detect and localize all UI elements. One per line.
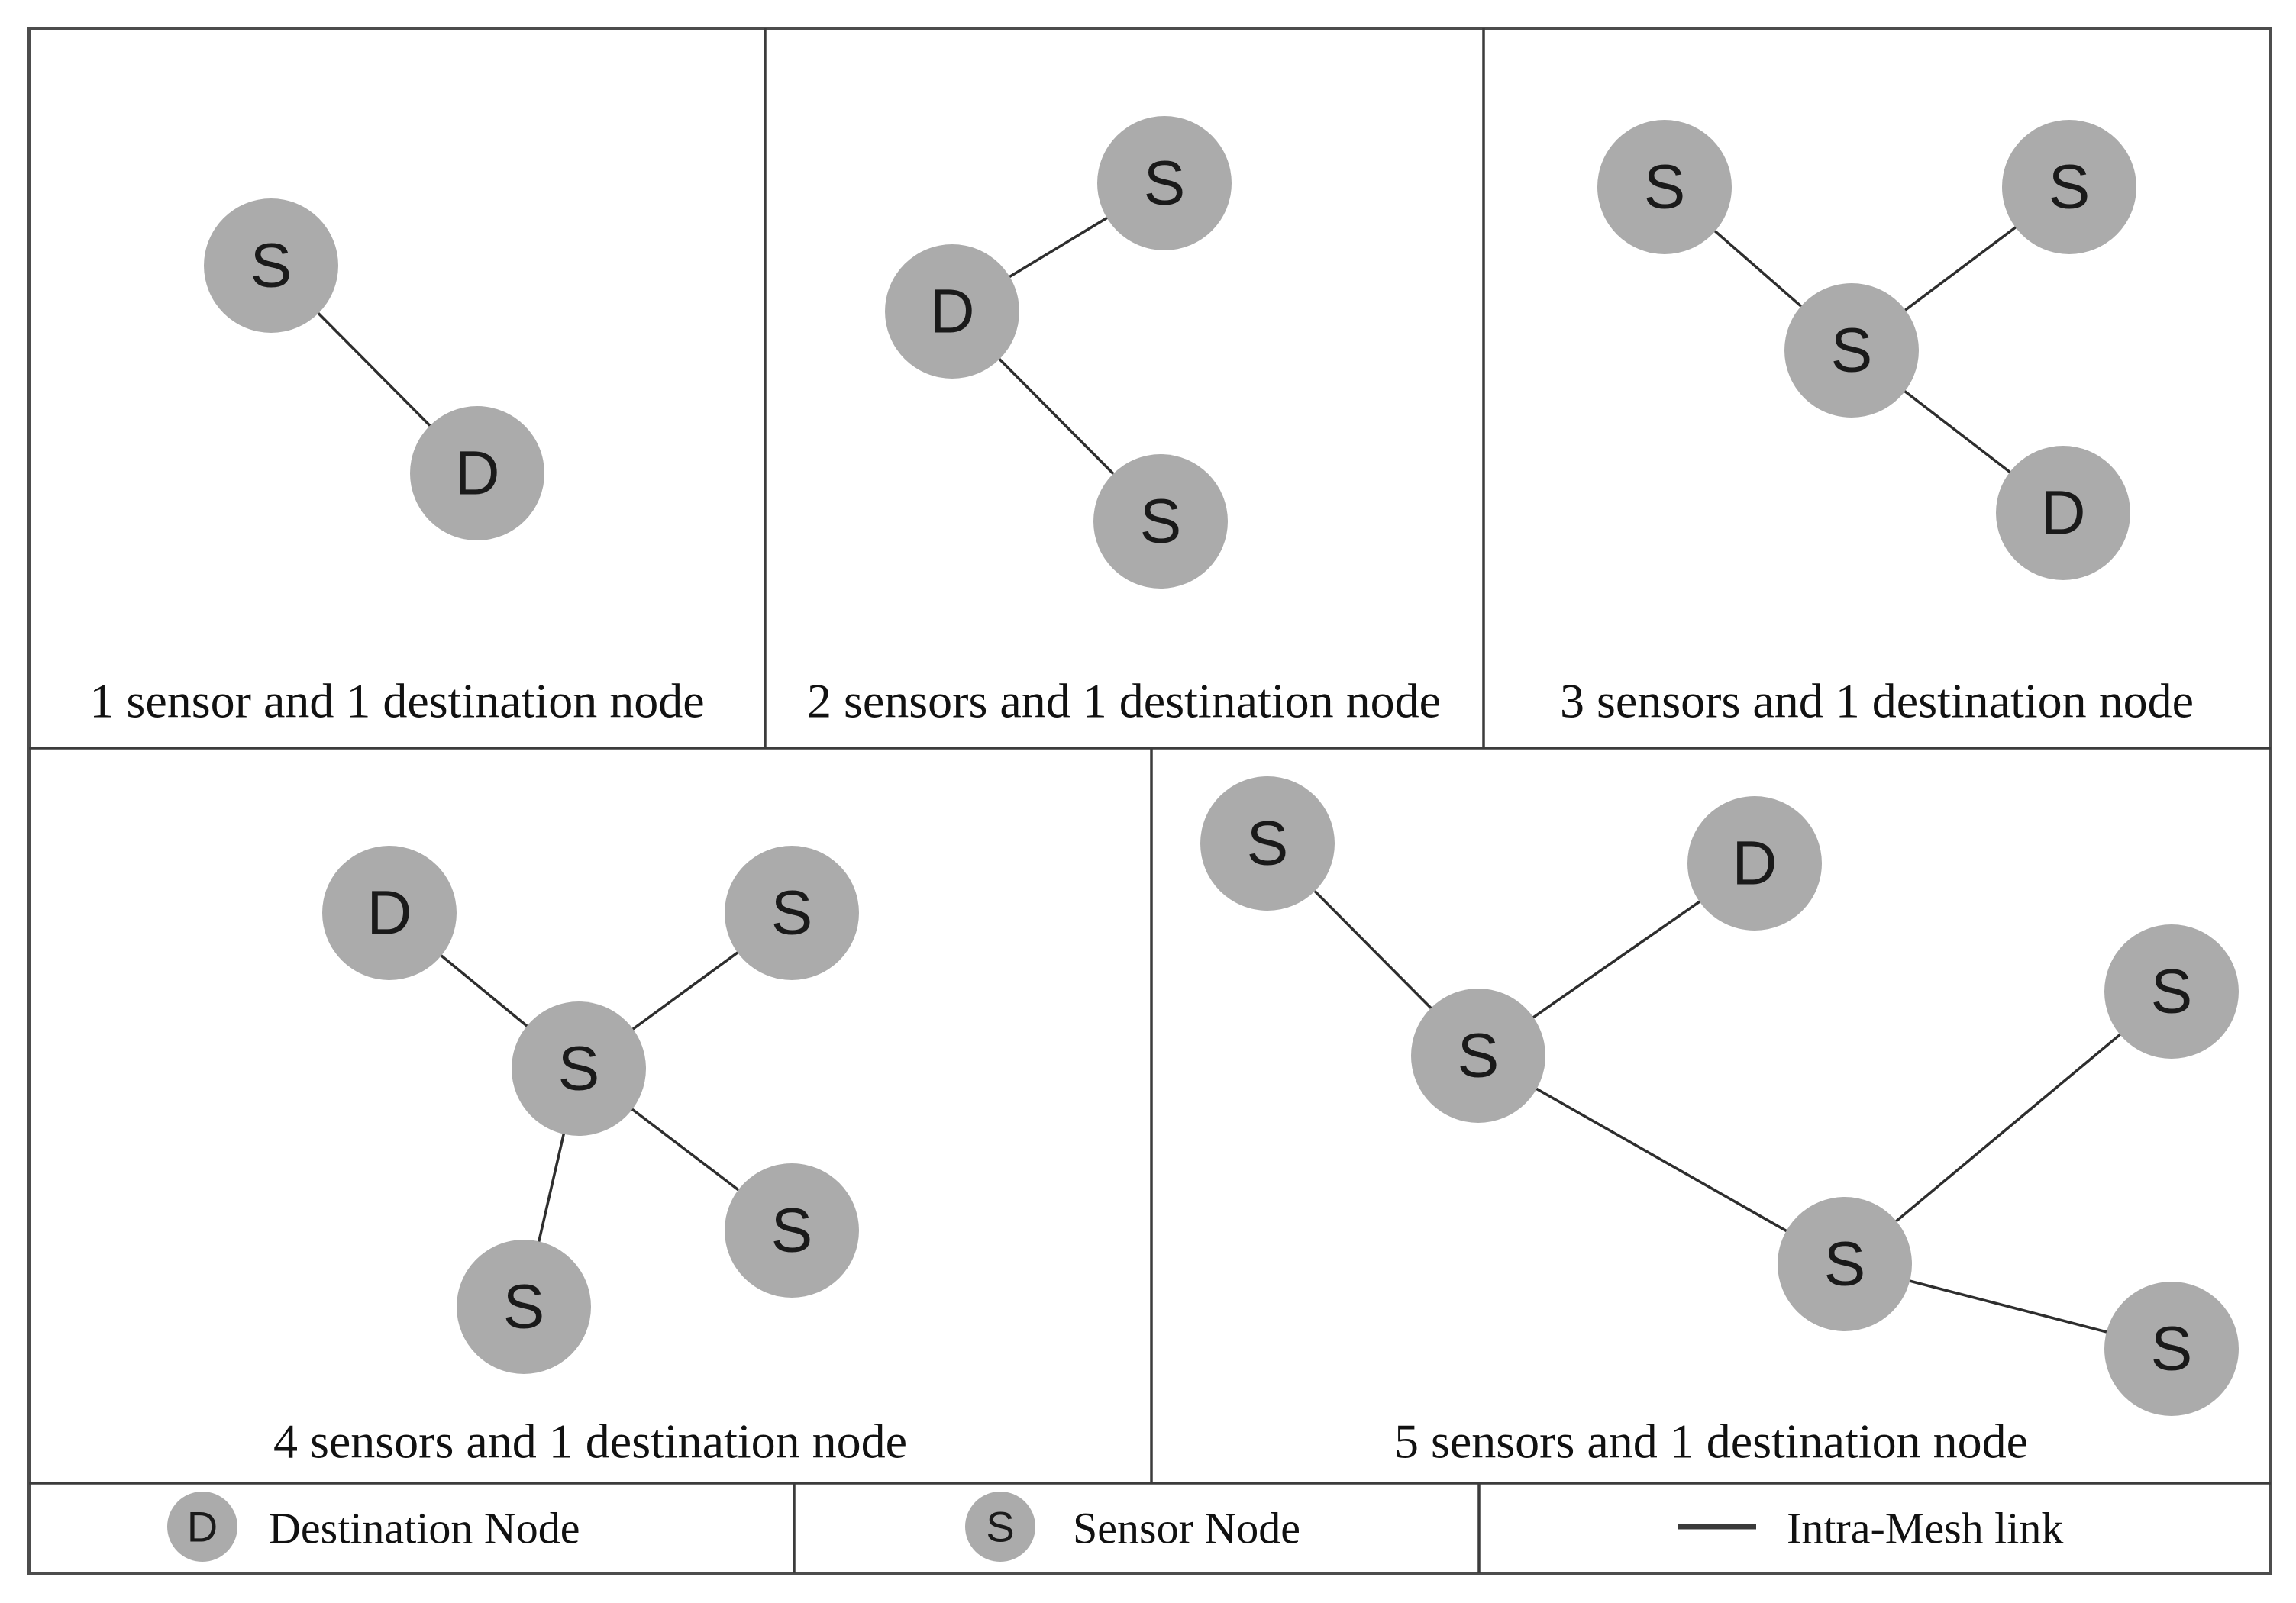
sensor-node-circle	[2002, 120, 2136, 254]
node-label: S	[2151, 1314, 2193, 1384]
destination-node-circle	[322, 846, 457, 980]
sensor-node-circle	[457, 1240, 591, 1374]
node-label: D	[367, 879, 412, 948]
sensor-node: S	[512, 1001, 646, 1136]
node-label: S	[771, 1196, 813, 1266]
destination-node: D	[1996, 446, 2130, 580]
destination-node-circle	[885, 244, 1019, 379]
node-label: S	[558, 1034, 600, 1104]
sensor-node-circle	[2104, 924, 2239, 1059]
legend-sensor-label: Sensor Node	[1073, 1504, 1300, 1553]
node-label: S	[503, 1272, 545, 1342]
node-label: D	[929, 277, 974, 347]
intra-mesh-link-line	[1843, 990, 2173, 1266]
destination-node-circle	[1996, 446, 2130, 580]
destination-node: D	[885, 244, 1019, 379]
panel-caption: 4 sensors and 1 destination node	[273, 1414, 907, 1469]
sensor-node-circle	[725, 846, 859, 980]
destination-node-circle	[410, 406, 544, 540]
sensor-node-circle	[1200, 776, 1335, 911]
destination-node: D	[1687, 796, 1822, 931]
legend-destination: D Destination Node	[167, 1492, 580, 1562]
node-label: S	[1458, 1021, 1500, 1091]
panel-caption: 5 sensors and 1 destination node	[1394, 1414, 2028, 1469]
sensor-node-circle	[1411, 989, 1545, 1123]
panel-caption: 2 sensors and 1 destination node	[807, 674, 1441, 728]
panel-5-topology: S D S S S S 5 sensors and 1 dest	[1200, 776, 2239, 1469]
legend-sensor: S Sensor Node	[965, 1492, 1300, 1562]
panel-caption: 1 sensor and 1 destination node	[89, 674, 704, 728]
sensor-node: S	[725, 846, 859, 980]
sensor-node-circle	[1784, 283, 1919, 418]
figure-frame	[27, 27, 2272, 1575]
node-label: S	[1644, 153, 1686, 222]
node-label: D	[1732, 829, 1777, 898]
figure-outer-border	[27, 27, 2272, 1575]
panel-2-topology: S D S 2 sensors and 1 destination node	[807, 116, 1441, 728]
sensor-node-circle	[1097, 116, 1232, 250]
legend: D Destination Node S Sensor Node Intra-M…	[167, 1492, 2063, 1562]
node-label: S	[1831, 316, 1873, 385]
sensor-node: S	[1411, 989, 1545, 1123]
sensor-node-circle	[1778, 1197, 1912, 1331]
sensor-node: S	[2104, 1282, 2239, 1416]
node-label: S	[2049, 153, 2091, 222]
node-label: D	[2040, 479, 2085, 548]
node-label: S	[2151, 957, 2193, 1027]
sensor-node-circle	[1597, 120, 1732, 254]
sensor-node: S	[204, 198, 338, 333]
sensor-node: S	[2002, 120, 2136, 254]
sensor-node: S	[1597, 120, 1732, 254]
sensor-node: S	[1778, 1197, 1912, 1331]
panel-caption: 3 sensors and 1 destination node	[1560, 674, 2194, 728]
node-label: S	[771, 879, 813, 948]
legend-link: Intra-Mesh link	[1678, 1504, 2063, 1553]
sensor-node: S	[1097, 116, 1232, 250]
node-label: D	[454, 439, 499, 508]
sensor-node-circle	[725, 1163, 859, 1298]
node-label: S	[1247, 809, 1289, 879]
sensor-node: S	[1093, 454, 1228, 589]
node-label: S	[1824, 1230, 1866, 1299]
legend-link-label: Intra-Mesh link	[1787, 1504, 2063, 1553]
sensor-node: S	[725, 1163, 859, 1298]
sensor-node: S	[2104, 924, 2239, 1059]
sensor-node-icon	[965, 1492, 1035, 1562]
sensor-node-circle	[2104, 1282, 2239, 1416]
destination-node-icon	[167, 1492, 237, 1562]
sensor-node-circle	[1093, 454, 1228, 589]
panel-3-topology: S S S D 3 sensors and 1 destination node	[1560, 120, 2194, 728]
node-label: S	[1144, 149, 1186, 218]
sensor-node: S	[1200, 776, 1335, 911]
legend-sensor-symbol: S	[986, 1503, 1014, 1551]
intra-mesh-link-line	[1477, 1054, 1846, 1266]
legend-destination-label: Destination Node	[269, 1504, 580, 1553]
panel-4-topology: D S S S S 4 sensors and 1 destination no…	[273, 846, 907, 1469]
destination-node-circle	[1687, 796, 1822, 931]
sensor-node-circle	[204, 198, 338, 333]
panel-1-topology: S D 1 sensor and 1 destination node	[89, 198, 705, 728]
sensor-node-circle	[512, 1001, 646, 1136]
legend-destination-symbol: D	[187, 1503, 218, 1551]
destination-node: D	[410, 406, 544, 540]
node-label: S	[1140, 487, 1182, 556]
node-label: S	[250, 231, 292, 301]
sensor-node: S	[1784, 283, 1919, 418]
sensor-node: S	[457, 1240, 591, 1374]
destination-node: D	[322, 846, 457, 980]
